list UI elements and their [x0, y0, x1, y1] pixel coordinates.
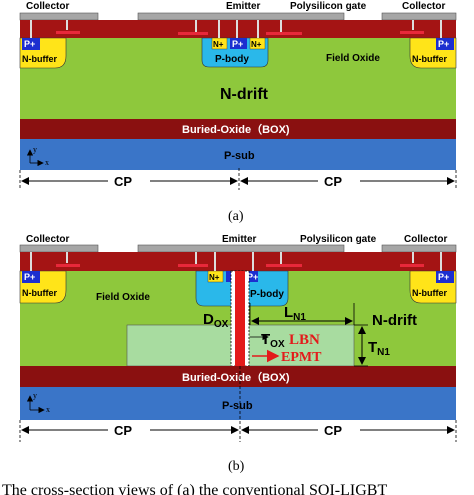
p-plus-left-label-b: P+: [24, 272, 35, 282]
n-buffer-left-label-b: N-buffer: [22, 288, 57, 298]
l-n1-label: LN1: [284, 304, 306, 323]
p-sub-label: P-sub: [224, 150, 255, 162]
axis-x-label-b: x: [46, 405, 50, 414]
footer-caption-text: The cross-section views of (a) the conve…: [2, 482, 387, 495]
n-buffer-left-label: N-buffer: [22, 54, 57, 64]
collector-label-left: Collector: [26, 1, 69, 12]
cp-dimension-a: CP CP: [19, 168, 457, 190]
axis-x-label: x: [45, 158, 49, 167]
emitter-contact: [137, 12, 345, 21]
cp-dimension-b: CP CP: [19, 366, 457, 442]
p-plus-left: [22, 38, 40, 50]
n-plus-label-b: N+: [209, 273, 220, 282]
n-plus-label: N+: [213, 40, 224, 49]
p-body-label: P-body: [215, 54, 249, 65]
p-body-label-b: P-body: [250, 289, 284, 300]
box-layer: [20, 119, 456, 139]
polysilicon-gates-b: [56, 264, 424, 267]
collector-label-right: Collector: [402, 1, 445, 12]
p-plus-left-b: [22, 271, 40, 283]
axis-indicator-a: y x: [26, 145, 49, 167]
field-oxide-label-b: Field Oxide: [96, 292, 150, 303]
emitter-contact-b: [137, 244, 345, 253]
polysilicon-gate-label-b: Polysilicon gate: [300, 234, 377, 245]
p-plus-mid-b2: [246, 271, 258, 282]
cp-label-left-b: CP: [114, 423, 132, 438]
lbn-label: LBN: [289, 332, 320, 348]
collector-contact-left-b: [19, 244, 99, 253]
axis-indicator-b: y x: [26, 391, 50, 414]
p-plus-right: [436, 38, 454, 50]
dimension-annotations: DOX LN1 TOX TN1 LBN EPMT: [203, 303, 390, 367]
p-plus-mid-b: [226, 271, 234, 282]
field-oxide-layer-b: [20, 252, 456, 271]
collector-contact-left: [19, 12, 99, 21]
epmt-label: EPMT: [281, 350, 322, 365]
n-drift-label: N-drift: [220, 86, 269, 103]
cp-label-left: CP: [114, 174, 132, 189]
caption-b: (b): [228, 459, 245, 474]
polysilicon-gate-label: Polysilicon gate: [290, 1, 367, 12]
box-label: Buried-Oxide（BOX): [182, 123, 290, 136]
epmt-trench: [235, 271, 245, 366]
polysilicon-gates: [56, 31, 424, 35]
p-sub-label-b: P-sub: [222, 400, 253, 412]
collector-contact-right: [381, 12, 457, 21]
t-ox-label: TOX: [261, 331, 285, 350]
d-ox-label: DOX: [203, 311, 229, 330]
n-buffer-right-label: N-buffer: [412, 54, 447, 64]
box-label-b: Buried-Oxide（BOX): [182, 371, 290, 384]
contact-vias: [30, 20, 442, 38]
field-oxide-label: Field Oxide: [326, 53, 380, 64]
n-buffer-right-label-b: N-buffer: [412, 288, 447, 298]
p-plus-right-label-b: P+: [438, 272, 449, 282]
figure-b: Collector Emitter Polysilicon gate Colle…: [19, 234, 457, 474]
p-plus-right-label: P+: [438, 39, 449, 49]
emitter-label: Emitter: [226, 1, 261, 12]
contact-vias-b: [30, 252, 442, 271]
n-plus-right-label: N+: [251, 40, 262, 49]
collector-contact-right-b: [381, 244, 457, 253]
p-plus-left-label: P+: [24, 39, 35, 49]
n-drift-label-b: N-drift: [372, 312, 417, 329]
caption-a: (a): [228, 209, 244, 224]
p-plus-mid: [230, 38, 247, 49]
p-plus-right-b: [436, 271, 454, 283]
collector-label-left-b: Collector: [26, 234, 69, 245]
figure-a: Collector Emitter Polysilicon gate Colle…: [19, 1, 457, 224]
axis-y-label-b: y: [33, 391, 37, 400]
p-plus-mid-label-b: P+: [247, 272, 258, 282]
collector-label-right-b: Collector: [404, 234, 447, 245]
p-sub-layer: [20, 139, 456, 170]
box-layer-b: [20, 366, 456, 387]
p-sub-layer-b: [20, 387, 456, 420]
t-n1-label: TN1: [368, 339, 390, 358]
axis-y-label: y: [33, 145, 37, 154]
cp-label-right: CP: [324, 174, 342, 189]
p-plus-mid-label: P+: [232, 39, 243, 49]
cp-label-right-b: CP: [324, 423, 342, 438]
emitter-label-b: Emitter: [222, 234, 257, 245]
